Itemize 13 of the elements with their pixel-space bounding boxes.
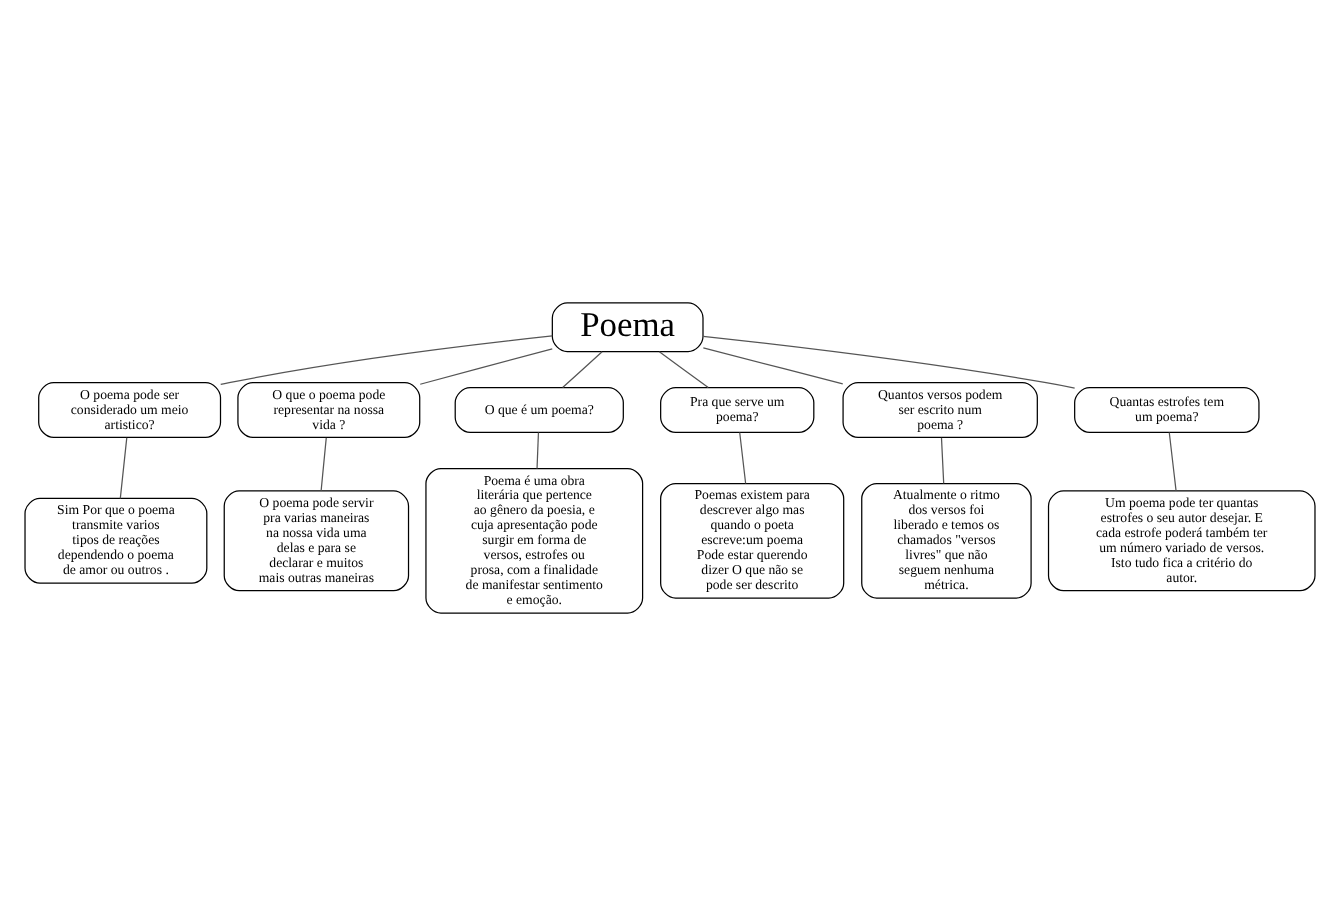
connector: [658, 350, 709, 388]
connector: [739, 430, 747, 484]
connector: [220, 334, 553, 385]
connector: [536, 430, 540, 469]
connector: [119, 436, 128, 498]
connector: [940, 436, 945, 484]
connector: [562, 350, 603, 388]
connector: [419, 347, 553, 384]
connector: [1168, 430, 1177, 491]
connector: [320, 436, 327, 491]
connector: [702, 334, 1076, 388]
node-box: Poema: [551, 301, 704, 352]
connector: [702, 346, 844, 384]
